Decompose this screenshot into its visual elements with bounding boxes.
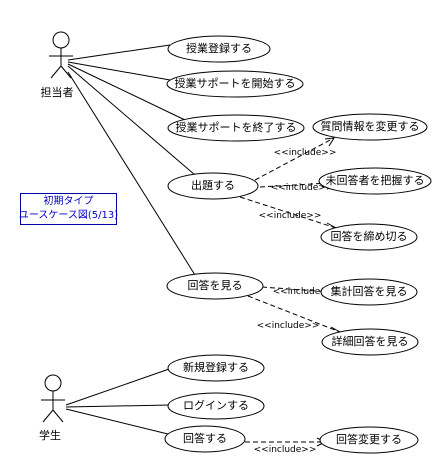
use-case-close-answers[interactable]: 回答を締め切る [320, 223, 418, 251]
actor-student-label: 学生 [39, 428, 61, 442]
svg-text:ログインする: ログインする [183, 398, 249, 412]
actor-teacher-figure[interactable] [49, 31, 73, 79]
use-case-grasp-unanswered[interactable]: 未回答者を把握する [318, 167, 432, 195]
assoc-line [67, 44, 171, 61]
include-label: <<include>> [271, 183, 334, 193]
svg-text:集計回答を見る: 集計回答を見る [331, 284, 408, 298]
include-label: <<include>> [254, 445, 317, 455]
svg-text:回答を締め切る: 回答を締め切る [331, 229, 408, 243]
actor-teacher-label: 担当者 [41, 85, 74, 99]
include-dependency: <<include>> [254, 137, 337, 181]
use-case-aggregate-answers[interactable]: 集計回答を見る [320, 278, 418, 306]
svg-text:未回答者を把握する: 未回答者を把握する [326, 173, 425, 187]
actor-head-icon [52, 31, 70, 49]
svg-text:質問情報を変更する: 質問情報を変更する [321, 119, 420, 133]
assoc-line [65, 367, 173, 406]
include-label: <<include>> [274, 148, 337, 158]
svg-text:詳細回答を見る: 詳細回答を見る [332, 334, 409, 348]
note-line-1: 初期タイプ [43, 196, 94, 207]
include-dependency: <<include>> [247, 295, 342, 336]
svg-text:授業サポートを開始する: 授業サポートを開始する [175, 76, 296, 90]
use-case-set-question[interactable]: 出題する [167, 172, 259, 200]
assoc-line [67, 63, 186, 121]
svg-text:新規登録する: 新規登録する [183, 360, 249, 374]
diagram-note: 初期タイプ ユースケース図(5/13) [18, 193, 119, 225]
use-case-end-support[interactable]: 授業サポートを終了する [167, 114, 305, 142]
use-case-change-answer[interactable]: 回答変更する [319, 426, 419, 454]
note-line-2: ユースケース図(5/13) [18, 210, 119, 221]
assoc-line [65, 408, 173, 436]
svg-text:回答を見る: 回答を見る [188, 278, 243, 292]
use-case-change-question[interactable]: 質問情報を変更する [312, 113, 428, 141]
use-case-detail-answers[interactable]: 詳細回答を見る [321, 328, 419, 356]
include-dependency: <<include>> [245, 437, 327, 455]
svg-text:出題する: 出題する [191, 178, 235, 192]
svg-text:回答変更する: 回答変更する [336, 432, 402, 446]
svg-text:授業サポートを終了する: 授業サポートを終了する [176, 120, 297, 134]
use-case-start-support[interactable]: 授業サポートを開始する [166, 70, 304, 98]
actor-head-icon [44, 374, 62, 392]
include-label: <<include>> [259, 211, 322, 221]
svg-text:回答する: 回答する [183, 431, 227, 445]
assoc-line [67, 71, 196, 276]
actor-student-figure[interactable] [41, 374, 65, 423]
include-label: <<include>> [273, 287, 336, 297]
assoc-line [67, 65, 196, 176]
use-case-answer[interactable]: 回答する [164, 425, 246, 453]
include-label: <<include>> [257, 321, 320, 331]
svg-text:授業登録する: 授業登録する [186, 41, 252, 55]
use-case-login[interactable]: ログインする [167, 392, 265, 420]
use-case-view-answers[interactable]: 回答を見る [166, 272, 264, 300]
use-case-new-registration[interactable]: 新規登録する [167, 354, 265, 382]
assoc-line [65, 404, 171, 408]
assoc-line [67, 61, 171, 81]
include-dependency: <<include>> [239, 196, 338, 232]
use-case-register-class[interactable]: 授業登録する [167, 35, 271, 63]
